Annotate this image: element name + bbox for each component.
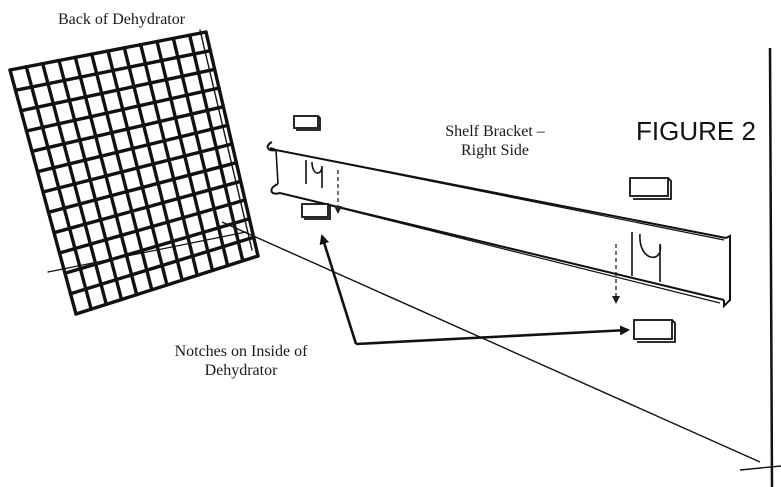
bracket-slot-left [305,160,323,188]
notch-top-left [293,115,321,131]
notch-top-right [629,177,672,200]
bracket-slot-right [631,232,662,282]
arrow-to-left-notch [319,234,358,345]
bracket-face-top [275,149,279,185]
notch-lower-right [633,319,676,343]
arrow-to-right-notch [355,325,630,346]
figure-title: FIGURE 2 [636,116,756,146]
back-wire-grid [8,29,260,316]
grid-wire-horizontal [68,235,256,296]
grid-wire-horizontal [74,254,260,316]
label-notches-line2: Dehydrator [204,362,278,379]
shelf-bracket [266,141,731,309]
notches [293,115,676,343]
grid-wire-horizontal [63,216,252,275]
notch-pointer-arrows [319,234,630,346]
bracket-upper-rail-inner [275,149,725,241]
label-shelf-bracket-line1: Shelf Bracket – [445,123,545,140]
notch-lower-left [301,203,331,220]
grid-frame-rail [47,231,247,273]
bracket-lower-rail-inner [279,192,721,304]
bracket-lower-rail [270,183,725,301]
grid-wire-vertical [204,30,260,258]
bracket-right-end [723,234,731,309]
label-shelf-bracket: Shelf Bracket – Right Side [432,122,558,160]
floor-perspective-line [221,221,761,463]
grid-wire-vertical [187,33,245,263]
label-notches-line1: Notches on Inside of [174,343,308,360]
label-shelf-bracket-line2: Right Side [460,142,529,159]
label-back-of-dehydrator: Back of Dehydrator [58,11,186,28]
label-notches: Notches on Inside of Dehydrator [146,342,336,380]
floor-corner-line [739,465,781,471]
grid-frame-rail [199,29,253,251]
dehydrator-right-wall-edge [768,47,774,487]
